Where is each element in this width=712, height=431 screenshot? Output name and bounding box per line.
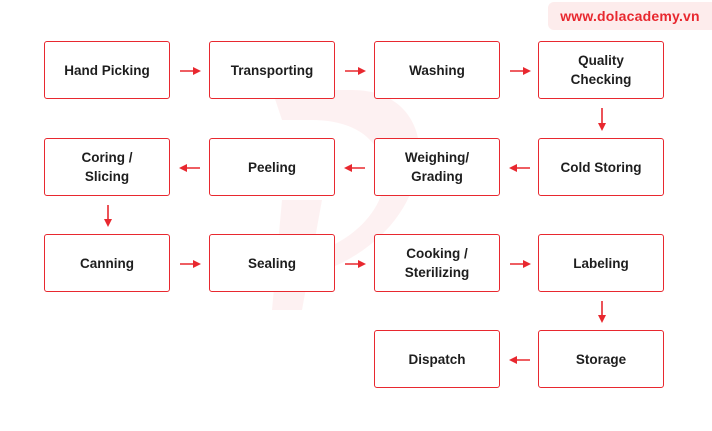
step-cooking-sterilizing: Cooking / Sterilizing	[374, 234, 500, 292]
step-weighing-grading: Weighing/ Grading	[374, 138, 500, 196]
step-washing: Washing	[374, 41, 500, 99]
website-badge[interactable]: www.dolacademy.vn	[548, 2, 712, 30]
step-quality-checking: Quality Checking	[538, 41, 664, 99]
step-transporting: Transporting	[209, 41, 335, 99]
step-storage: Storage	[538, 330, 664, 388]
step-cold-storing: Cold Storing	[538, 138, 664, 196]
step-hand-picking: Hand Picking	[44, 41, 170, 99]
step-coring-slicing: Coring / Slicing	[44, 138, 170, 196]
step-labeling: Labeling	[538, 234, 664, 292]
step-peeling: Peeling	[209, 138, 335, 196]
step-sealing: Sealing	[209, 234, 335, 292]
step-canning: Canning	[44, 234, 170, 292]
step-dispatch: Dispatch	[374, 330, 500, 388]
